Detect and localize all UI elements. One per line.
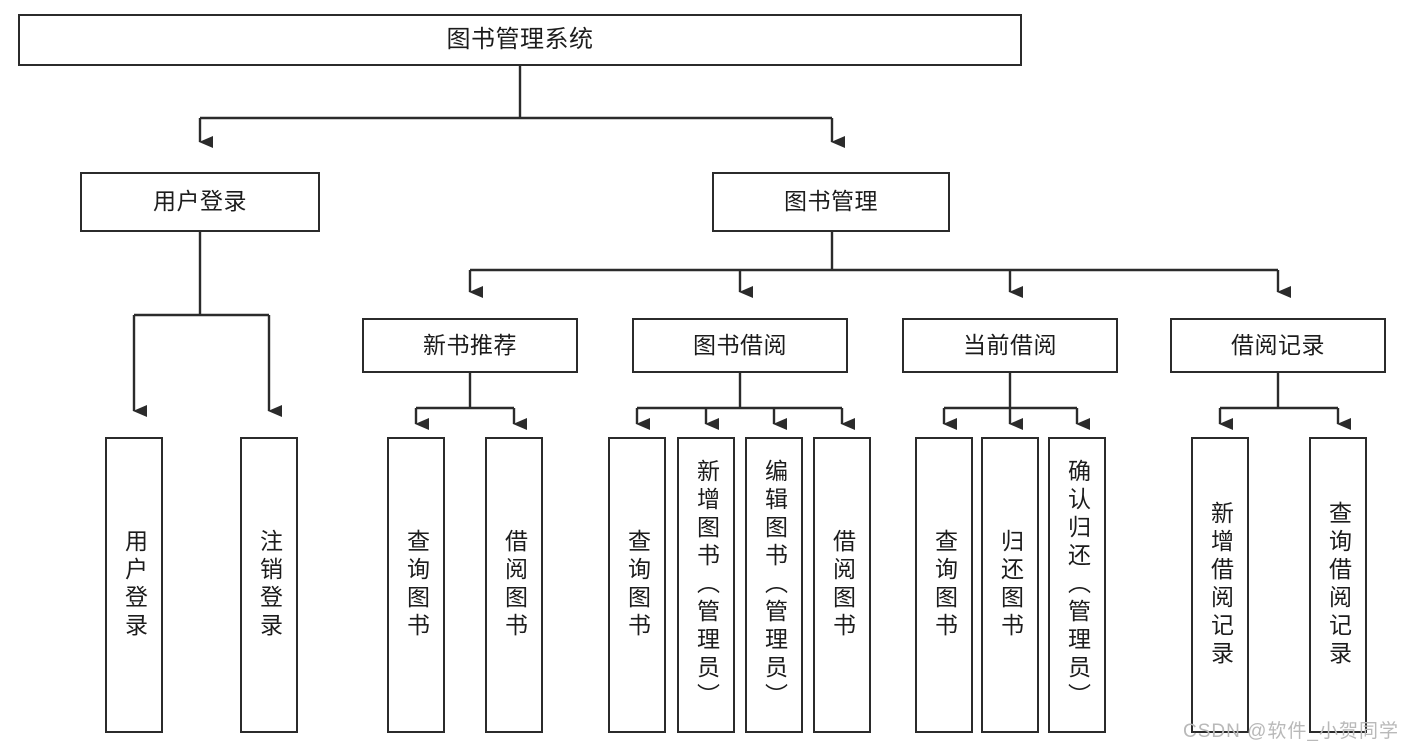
leaf-label: 查询图书 (624, 529, 651, 641)
node-root-system[interactable]: 图书管理系统 (18, 14, 1022, 66)
leaf-borrow-borrow-book[interactable]: 借阅图书 (813, 437, 871, 733)
leaf-label: 查询图书 (931, 529, 958, 641)
leaf-user-login-logout[interactable]: 注销登录 (240, 437, 298, 733)
leaf-borrow-query-book[interactable]: 查询图书 (608, 437, 666, 733)
leaf-label: 借阅图书 (501, 529, 528, 641)
leaf-record-add-record[interactable]: 新增借阅记录 (1191, 437, 1249, 733)
leaf-borrow-edit-book[interactable]: 编辑图书（管理员） (745, 437, 803, 733)
node-borrow-record[interactable]: 借阅记录 (1170, 318, 1386, 373)
leaf-label: 确认归还（管理员） (1064, 459, 1091, 711)
leaf-current-query-book[interactable]: 查询图书 (915, 437, 973, 733)
node-current-borrow[interactable]: 当前借阅 (902, 318, 1118, 373)
leaf-record-query-record[interactable]: 查询借阅记录 (1309, 437, 1367, 733)
node-book-borrow-label: 图书借阅 (693, 331, 787, 358)
node-book-management[interactable]: 图书管理 (712, 172, 950, 232)
node-borrow-record-label: 借阅记录 (1231, 331, 1325, 358)
leaf-borrow-add-book[interactable]: 新增图书（管理员） (677, 437, 735, 733)
watermark-text: CSDN @软件_小贺同学 (1183, 721, 1399, 742)
leaf-label: 借阅图书 (829, 529, 856, 641)
node-user-login[interactable]: 用户登录 (80, 172, 320, 232)
leaf-label: 归还图书 (997, 529, 1024, 641)
node-book-borrow[interactable]: 图书借阅 (632, 318, 848, 373)
node-user-login-label: 用户登录 (153, 188, 247, 215)
node-current-borrow-label: 当前借阅 (963, 331, 1057, 358)
leaf-new-book-query[interactable]: 查询图书 (387, 437, 445, 733)
leaf-label: 编辑图书（管理员） (761, 459, 788, 711)
leaf-label: 注销登录 (256, 529, 283, 641)
leaf-label: 查询借阅记录 (1325, 501, 1352, 669)
leaf-user-login-login[interactable]: 用户登录 (105, 437, 163, 733)
node-new-book-recommend-label: 新书推荐 (423, 331, 517, 358)
node-new-book-recommend[interactable]: 新书推荐 (362, 318, 578, 373)
leaf-current-return-book[interactable]: 归还图书 (981, 437, 1039, 733)
leaf-label: 新增图书（管理员） (693, 459, 720, 711)
node-root-label: 图书管理系统 (446, 25, 594, 53)
leaf-label: 查询图书 (403, 529, 430, 641)
leaf-new-book-borrow[interactable]: 借阅图书 (485, 437, 543, 733)
leaf-current-confirm-return[interactable]: 确认归还（管理员） (1048, 437, 1106, 733)
leaf-label: 用户登录 (121, 529, 148, 641)
node-book-management-label: 图书管理 (784, 188, 878, 215)
leaf-label: 新增借阅记录 (1207, 501, 1234, 669)
